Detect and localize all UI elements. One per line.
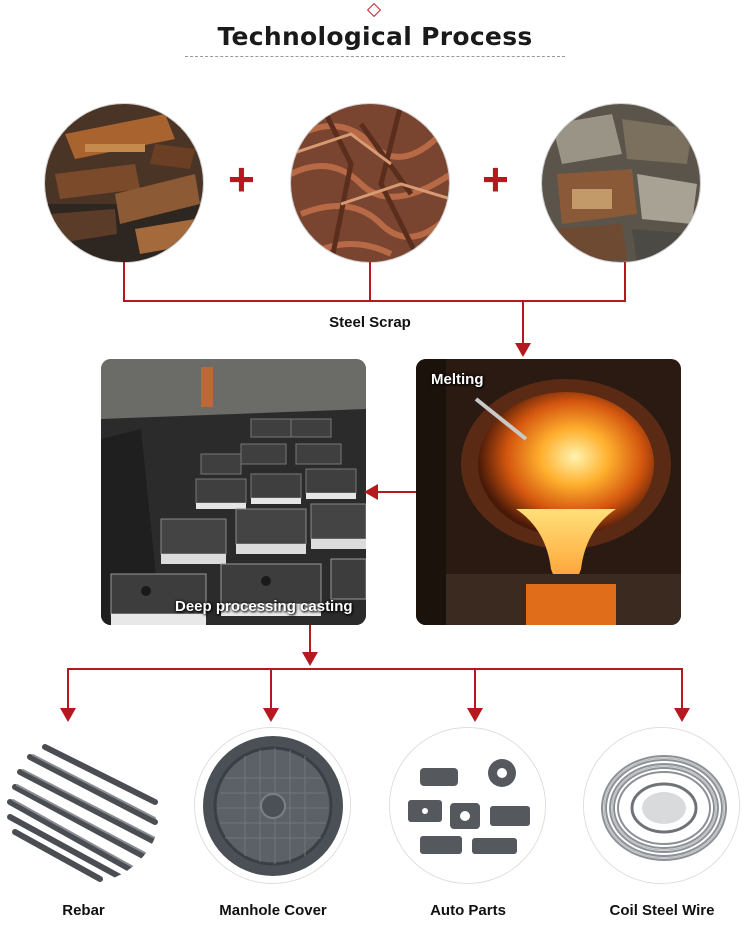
connector-line	[270, 668, 272, 708]
arrow-down-icon	[467, 708, 483, 722]
connector-line	[67, 668, 683, 670]
arrow-down-icon	[674, 708, 690, 722]
plus-sign-2: +	[482, 153, 509, 205]
diamond-icon	[366, 2, 382, 18]
melting-label: Melting	[431, 371, 484, 388]
connector-line	[681, 668, 683, 708]
casting-photo: Deep processing casting	[101, 359, 366, 625]
connector-line	[123, 262, 125, 302]
arrow-down-icon	[60, 708, 76, 722]
connector-line	[474, 668, 476, 708]
connector-line	[376, 491, 416, 493]
scrap-image-2	[290, 103, 450, 263]
casting-label: Deep processing casting	[175, 598, 353, 615]
arrow-down-icon	[515, 343, 531, 357]
scrap-image-3	[541, 103, 701, 263]
product-label-coil-steel-wire: Coil Steel Wire	[609, 902, 715, 919]
auto-parts-image	[389, 727, 546, 884]
title-divider	[185, 56, 565, 57]
page-title: Technological Process	[217, 22, 533, 51]
steel-scrap-label: Steel Scrap	[329, 314, 411, 331]
plus-sign-1: +	[228, 153, 255, 205]
melting-photo: Melting	[416, 359, 681, 625]
connector-line	[123, 300, 626, 302]
product-label-manhole-cover: Manhole Cover	[219, 902, 327, 919]
connector-line	[369, 262, 371, 302]
product-label-auto-parts: Auto Parts	[430, 902, 506, 919]
coil-steel-wire-image	[583, 727, 740, 884]
arrow-down-icon	[263, 708, 279, 722]
scrap-image-1	[44, 103, 204, 263]
arrow-left-icon	[364, 484, 378, 500]
product-label-rebar: Rebar	[62, 902, 105, 919]
connector-line	[522, 300, 524, 344]
arrow-down-icon	[302, 652, 318, 666]
manhole-cover-image	[194, 727, 351, 884]
connector-line	[67, 668, 69, 708]
connector-line	[624, 262, 626, 302]
rebar-image	[5, 727, 162, 884]
connector-line	[309, 625, 311, 653]
